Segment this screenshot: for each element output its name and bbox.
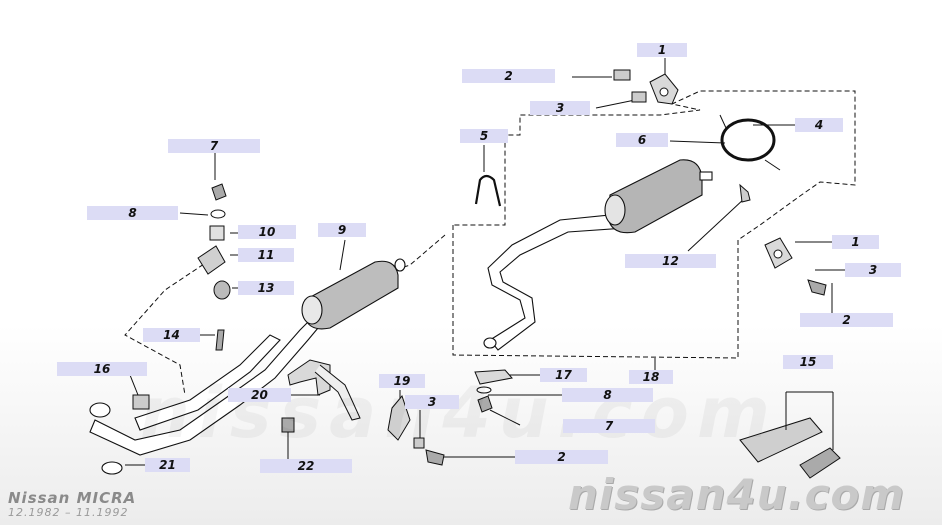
model-name: Nissan MICRA <box>8 489 137 507</box>
stay-20 <box>314 364 361 421</box>
hanger-19 <box>387 394 411 441</box>
u-bolt <box>474 174 502 207</box>
callout-number: 12 <box>662 254 679 268</box>
leader <box>339 239 346 271</box>
callout-number: 2 <box>842 313 851 327</box>
callout-part-8-lower[interactable]: 8 <box>562 388 653 402</box>
callout-number: 8 <box>128 206 137 220</box>
callout-part-8[interactable]: 8 <box>87 206 178 220</box>
callout-number: 19 <box>393 374 411 388</box>
callout-number: 9 <box>337 223 347 237</box>
callout-part-13[interactable]: 13 <box>238 281 294 295</box>
leader <box>669 140 726 144</box>
callout-number: 20 <box>251 388 268 402</box>
callout-number: 2 <box>504 69 513 83</box>
rubber-hanger-right <box>764 237 793 269</box>
callout-number: 1 <box>657 43 667 57</box>
callout-number: 8 <box>603 388 612 402</box>
callout-part-10[interactable]: 10 <box>238 225 296 239</box>
callout-number: 2 <box>557 450 566 464</box>
rubber-hanger-top <box>649 73 679 105</box>
washer-8b <box>476 386 492 394</box>
callout-number: 5 <box>479 129 489 143</box>
callout-number: 1 <box>851 235 860 249</box>
rear-pipe <box>483 214 627 351</box>
site-watermark: nissan4u.com <box>140 372 778 454</box>
callout-part-3-lower[interactable]: 3 <box>405 395 459 409</box>
hanger-outline-left <box>124 259 211 396</box>
callout-number: 21 <box>159 458 176 472</box>
callout-part-9[interactable]: 9 <box>318 223 366 237</box>
spacer <box>631 91 647 103</box>
callout-number: 3 <box>555 101 565 115</box>
callout-number: 11 <box>257 248 275 262</box>
leader <box>595 99 636 109</box>
callout-part-2-right[interactable]: 2 <box>800 313 893 327</box>
callout-part-2-lower[interactable]: 2 <box>515 450 608 464</box>
callout-part-7-lower[interactable]: 7 <box>563 419 655 433</box>
mid-muffler <box>301 258 406 330</box>
callout-part-14[interactable]: 14 <box>143 328 200 342</box>
main-muffler <box>604 159 713 234</box>
assembly-outline-rear <box>452 90 856 359</box>
callout-part-5[interactable]: 5 <box>460 129 508 143</box>
callout-number: 3 <box>427 395 437 409</box>
rear-bracket <box>739 183 751 203</box>
callout-part-3-right[interactable]: 3 <box>845 263 901 277</box>
callout-number: 15 <box>799 355 817 369</box>
callout-part-2[interactable]: 2 <box>462 69 555 83</box>
leader <box>687 197 746 252</box>
callout-part-1[interactable]: 1 <box>637 43 687 57</box>
callout-part-22[interactable]: 22 <box>260 459 352 473</box>
callout-number: 13 <box>257 281 275 295</box>
bolt-22 <box>281 417 295 433</box>
callout-part-16[interactable]: 16 <box>57 362 147 376</box>
callout-part-6[interactable]: 6 <box>616 133 668 147</box>
bolt-2c <box>425 449 445 466</box>
nut-stack-left <box>197 183 231 351</box>
callout-part-18[interactable]: 18 <box>629 370 673 384</box>
callout-part-19[interactable]: 19 <box>379 374 425 388</box>
model-years: 12.1982 – 11.1992 <box>8 506 129 519</box>
callout-number: 3 <box>868 263 878 277</box>
callout-number: 18 <box>642 370 660 384</box>
leader <box>489 409 521 426</box>
callout-part-11[interactable]: 11 <box>238 248 294 262</box>
callout-part-17[interactable]: 17 <box>540 368 587 382</box>
callout-part-3[interactable]: 3 <box>530 101 590 115</box>
callout-part-1-right[interactable]: 1 <box>832 235 879 249</box>
bracket-17 <box>474 369 513 385</box>
callout-part-15[interactable]: 15 <box>783 355 833 369</box>
gasket-16 <box>132 394 150 410</box>
callout-number: 17 <box>555 368 572 382</box>
callout-part-21[interactable]: 21 <box>145 458 190 472</box>
nut-7b <box>477 395 493 413</box>
callout-number: 10 <box>258 225 276 239</box>
callout-number: 14 <box>163 328 180 342</box>
leader <box>179 212 209 216</box>
sealant-tube <box>739 391 841 479</box>
callout-number: 6 <box>637 133 647 147</box>
callout-number: 7 <box>604 419 614 433</box>
clamp-ring <box>719 114 781 171</box>
callout-part-4[interactable]: 4 <box>795 118 843 132</box>
callout-part-12[interactable]: 12 <box>625 254 716 268</box>
callout-part-7[interactable]: 7 <box>168 139 260 153</box>
callout-number: 16 <box>93 362 111 376</box>
spacer-3c <box>413 437 425 449</box>
bolt-right <box>807 279 827 296</box>
site-logo[interactable]: nissan4u.com <box>568 470 906 519</box>
callout-part-20[interactable]: 20 <box>228 388 291 402</box>
bolt <box>613 69 631 81</box>
callout-number: 4 <box>814 118 824 132</box>
callout-number: 7 <box>209 139 219 153</box>
callout-number: 22 <box>297 459 315 473</box>
